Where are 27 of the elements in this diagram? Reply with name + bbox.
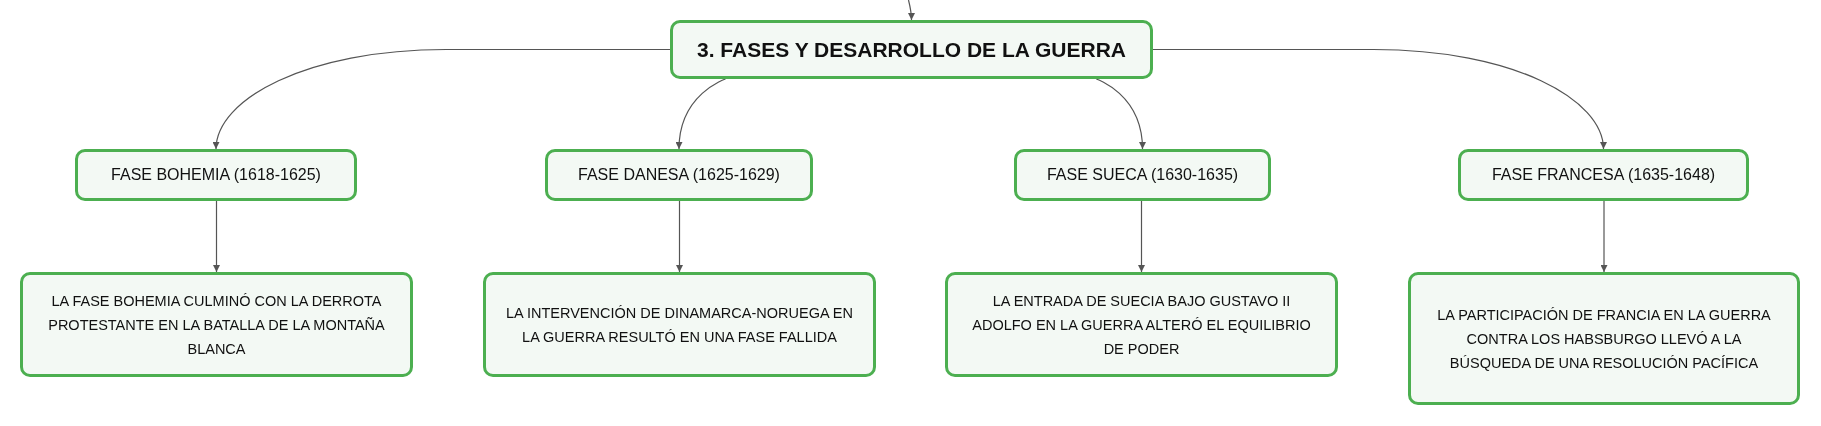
connector-arrow bbox=[1138, 200, 1145, 273]
connector-arrow bbox=[1152, 48, 1606, 150]
description-box bbox=[1408, 272, 1800, 405]
phase-title: FASE SUECA (1630-1635) bbox=[1046, 165, 1239, 185]
topic-box bbox=[670, 20, 1153, 79]
topic-title: 3. FASES Y DESARROLLO DE LA GUERRA bbox=[697, 36, 1126, 63]
description-text: LA ENTRADA DE SUECIA BAJO GUSTAVO II ADOLFO EN LA GUERRA ALTERÓ EL EQUILIBRIO DE PODER bbox=[971, 291, 1312, 359]
phase-title: FASE DANESA (1625-1629) bbox=[578, 165, 780, 185]
connector-arrow bbox=[213, 48, 671, 150]
description-box bbox=[483, 272, 876, 377]
connector-arrow bbox=[1600, 200, 1608, 273]
connector-arrow bbox=[676, 78, 727, 150]
description-text: LA INTERVENCIÓN DE DINAMARCA-NORUEGA EN LA GUERRA RESULTÓ EN UNA FASE FALLIDA bbox=[506, 303, 853, 347]
phase-title: FASE BOHEMIA (1618-1625) bbox=[111, 165, 321, 185]
connector-arrow bbox=[907, 0, 915, 21]
description-text: LA PARTICIPACIÓN DE FRANCIA EN LA GUERRA CONTRA LOS HABSBURGO LLEVÓ A LA BÚSQUEDA DE UNA RESOLUCIÓN PACÍFICA bbox=[1436, 305, 1772, 373]
connector-arrow bbox=[676, 200, 683, 273]
description-text: LA FASE BOHEMIA CULMINÓ CON LA DERROTA PROTESTANTE EN LA BATALLA DE LA MONTAÑA BLANCA bbox=[47, 291, 386, 359]
connector-arrow bbox=[213, 200, 220, 273]
description-box bbox=[20, 272, 413, 377]
description-box bbox=[945, 272, 1338, 377]
phase-box bbox=[545, 149, 813, 201]
phase-box bbox=[75, 149, 357, 201]
phase-box bbox=[1458, 149, 1749, 201]
phase-box bbox=[1014, 149, 1271, 201]
connector-arrow bbox=[1095, 78, 1146, 150]
phase-title: FASE FRANCESA (1635-1648) bbox=[1491, 165, 1716, 185]
